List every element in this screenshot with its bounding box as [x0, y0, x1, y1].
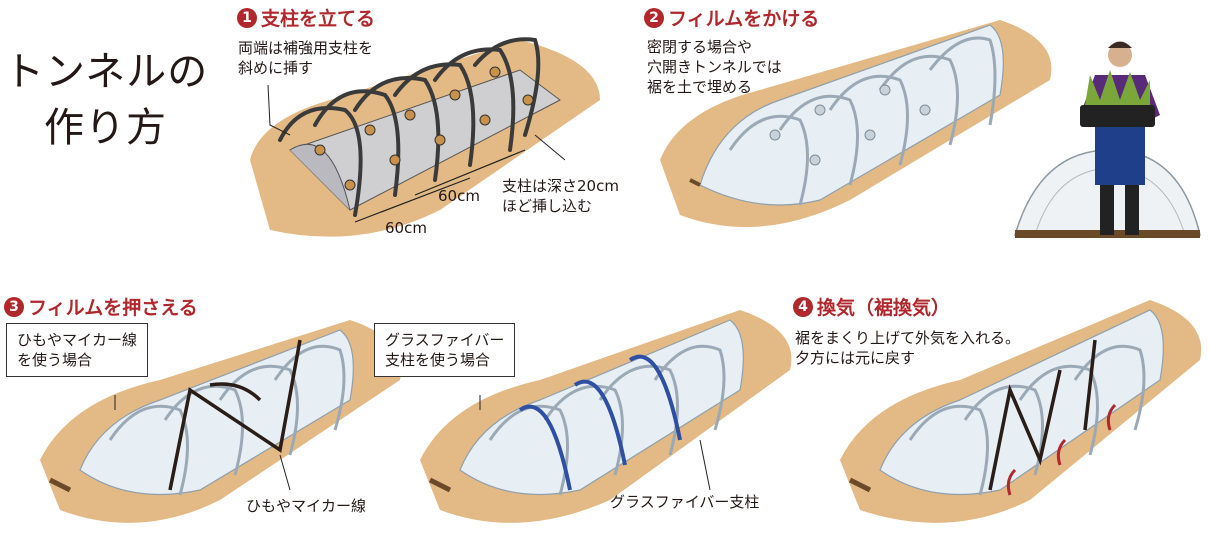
- step1-dimension-a: 60cm: [438, 187, 480, 205]
- step2-note: 密閉する場合や 穴開きトンネルでは 裾を土で埋める: [647, 38, 782, 96]
- step4-note: 裾をまくり上げて外気を入れる。 夕方には元に戻す: [795, 329, 1021, 367]
- step4-illustration: [840, 300, 1202, 523]
- step3-label-rope: ひもやマイカー線: [246, 497, 367, 515]
- step1-note-depth: 支柱は深さ20cm ほど挿し込む: [502, 177, 619, 215]
- step1-dimension-b: 60cm: [385, 219, 427, 237]
- step1-heading: 1 支柱を立てる: [237, 4, 375, 31]
- step1-illustration: [250, 37, 600, 237]
- step3-number: 3: [4, 296, 24, 317]
- step2-illustration: [660, 20, 1052, 227]
- step3b-illustration: [420, 310, 792, 523]
- step4-title: 換気（裾換気）: [817, 297, 951, 319]
- step3-callout-rope: ひもやマイカー線 を使う場合: [6, 323, 149, 377]
- step4-number: 4: [793, 296, 813, 317]
- step1-title: 支柱を立てる: [261, 8, 376, 30]
- step2-heading: 2 フィルムをかける: [644, 4, 819, 31]
- step3-label-fiberglass: グラスファイバー支柱: [610, 493, 760, 511]
- step3a-illustration: [40, 320, 402, 523]
- step3-callout-fiberglass: グラスファイバー 支柱を使う場合: [374, 323, 516, 377]
- farmer-illustration: [1013, 41, 1201, 238]
- main-title-line2: 作り方: [44, 105, 167, 151]
- step4-heading: 4 換気（裾換気）: [793, 293, 950, 320]
- step2-title: フィルムをかける: [668, 8, 820, 30]
- step2-number: 2: [644, 7, 664, 28]
- main-title-line1: トンネルの: [4, 49, 209, 95]
- step1-note-ends: 両端は補強用支柱を 斜めに挿す: [238, 39, 374, 77]
- step3-heading: 3 フィルムを押さえる: [4, 293, 198, 320]
- step1-number: 1: [237, 7, 257, 28]
- step3-title: フィルムを押さえる: [28, 297, 198, 319]
- main-title: トンネルの 作り方: [4, 44, 208, 156]
